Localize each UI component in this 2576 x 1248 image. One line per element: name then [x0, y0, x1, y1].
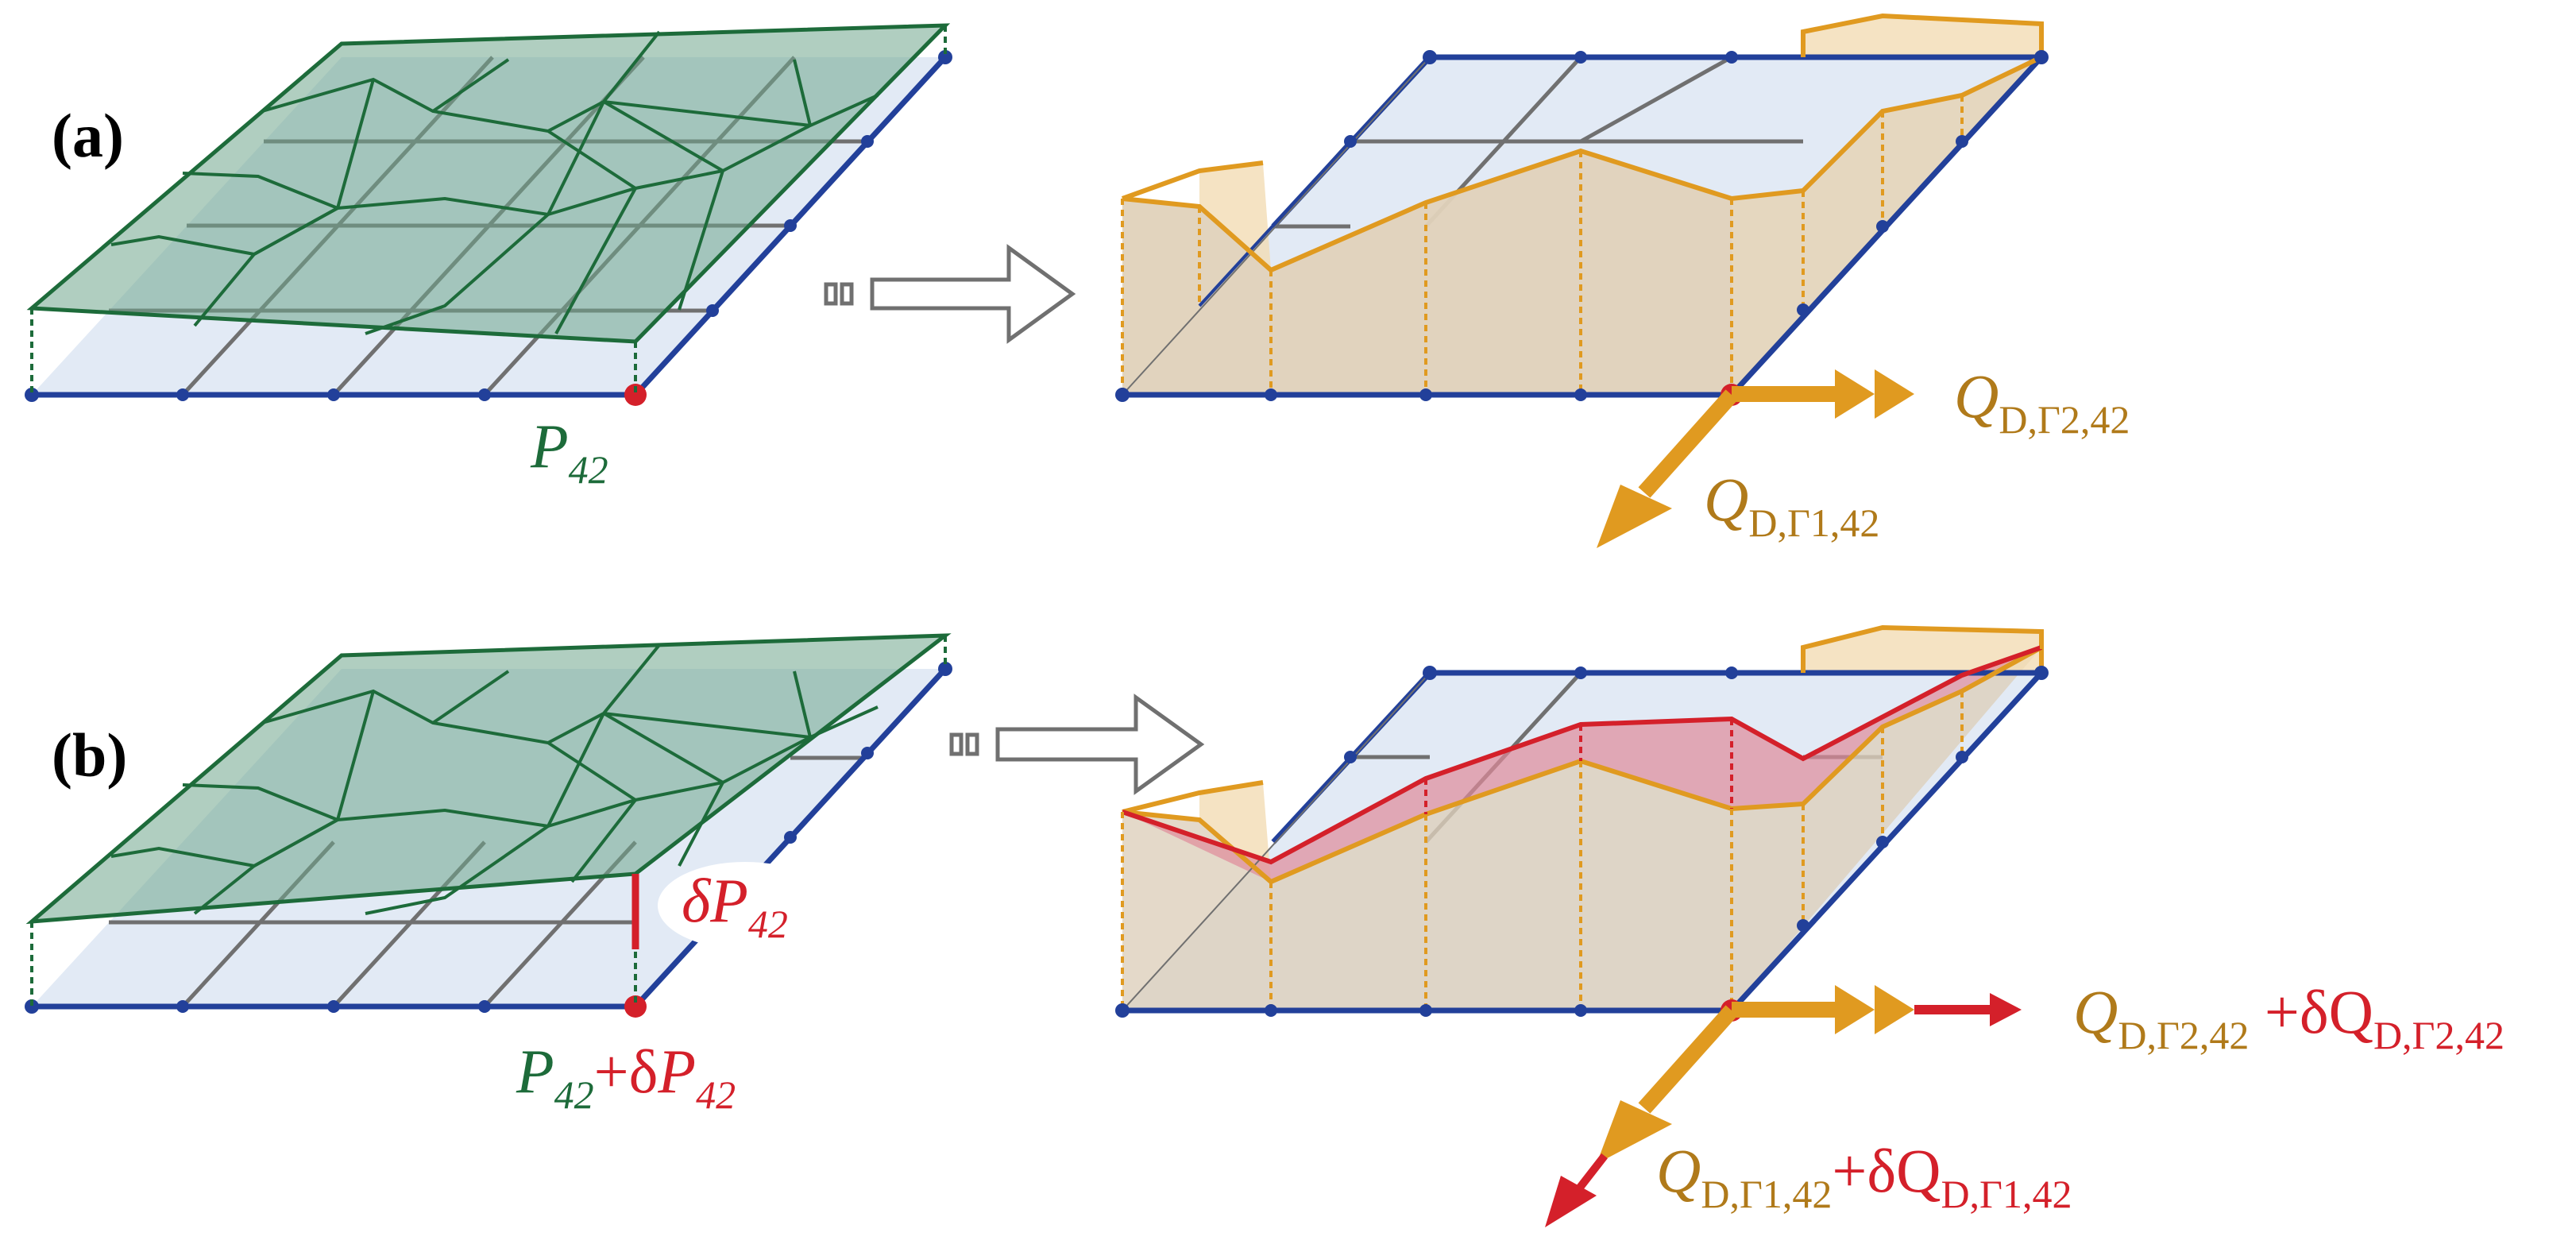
transition-arrow-a: [824, 244, 1076, 344]
node-42-marker-b: [624, 995, 647, 1018]
pressure-label-a: P42: [530, 411, 608, 492]
flux-arrow-gamma1-b: [1638, 1005, 1738, 1114]
panel-label-a: (a): [52, 101, 124, 170]
flux-label-gamma2-a: QD,Γ2,42: [1954, 361, 2130, 442]
panel-a-flux-view: [1115, 13, 2049, 548]
node-42-marker: [624, 384, 647, 406]
panel-a-pressure-mesh: [25, 23, 952, 406]
panel-b-flux-view: [1115, 624, 2049, 1227]
panel-b-pressure-mesh: [25, 633, 952, 1018]
flux-label-gamma2-b: QD,Γ2,42 +δQD,Γ2,42: [2073, 977, 2505, 1057]
flux-label-gamma1-a: QD,Γ1,42: [1704, 465, 1879, 545]
perturbation-label: δP42: [682, 866, 788, 946]
pressure-label-b: P42+δP42: [516, 1037, 736, 1117]
flux-arrow-gamma2-a: [1732, 369, 1914, 419]
transition-arrow-b: [949, 694, 1205, 795]
flux-arrow-gamma2-b: [1732, 985, 1914, 1034]
panel-label-b: (b): [52, 721, 127, 790]
flux-arrow-gamma1-a: [1638, 389, 1738, 498]
flux-label-gamma1-b: QD,Γ1,42+δQD,Γ1,42: [1656, 1136, 2072, 1216]
